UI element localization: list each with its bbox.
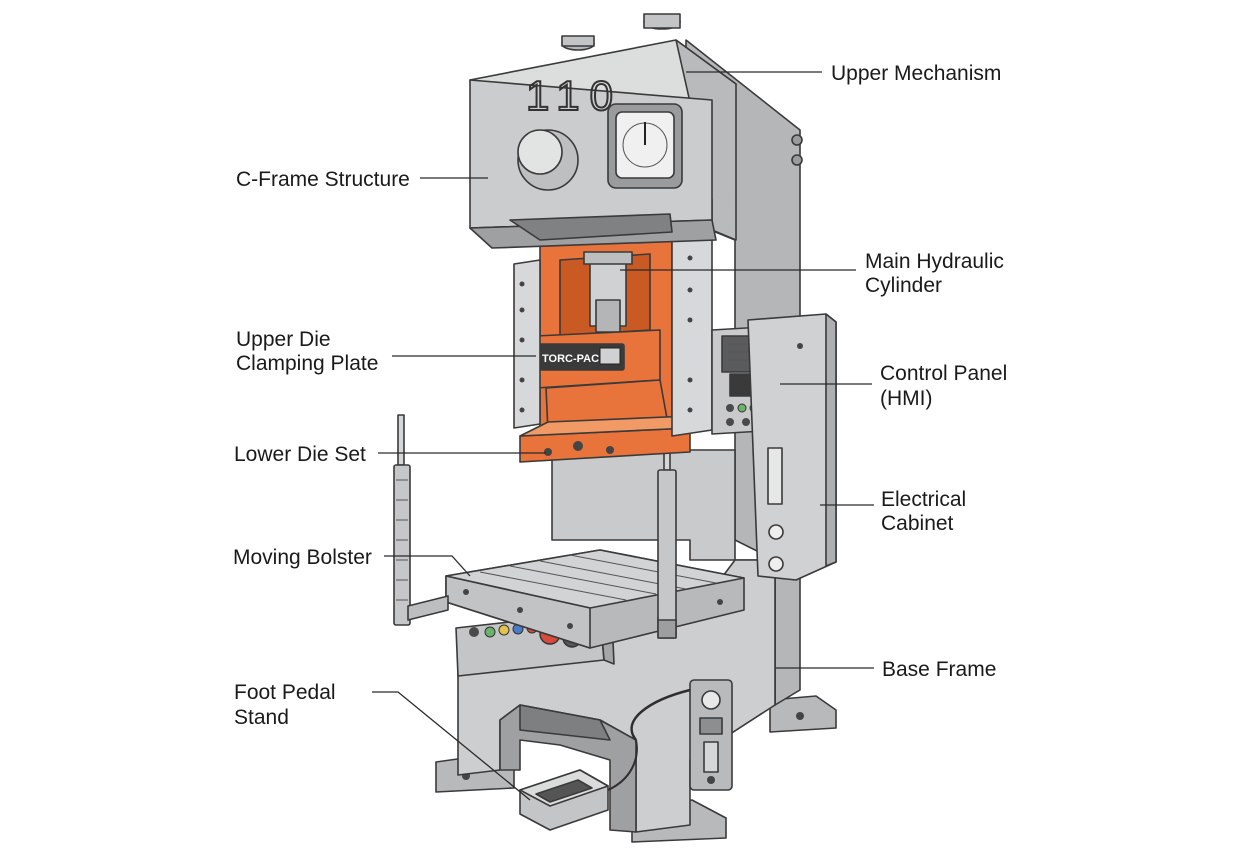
- press-machine: TORC-PAC: [393, 13, 837, 843]
- leader-foot-pedal: [372, 691, 531, 801]
- label-main-hydraulic-cylinder: Main Hydraulic Cylinder: [865, 250, 1010, 297]
- label-upper-die-clamping-plate: Upper Die Clamping Plate: [236, 328, 378, 375]
- left-guide-rod: [393, 414, 449, 626]
- label-c-frame-structure: C-Frame Structure: [236, 168, 410, 191]
- label-control-panel-hmi: Control Panel (HMI): [880, 362, 1013, 410]
- label-base-frame: Base Frame: [882, 658, 996, 681]
- label-electrical-cabinet: Electrical Cabinet: [881, 488, 972, 535]
- brand-plate-text: TORC-PAC: [542, 353, 599, 365]
- upper-head: 110: [469, 13, 803, 249]
- label-foot-pedal-stand: Foot Pedal Stand: [234, 681, 341, 729]
- callout-labels: Upper Mechanism C-Frame Structure Main H…: [233, 62, 1013, 729]
- base-frame: [457, 559, 776, 833]
- frame-number-text: 110: [526, 72, 623, 119]
- foot-pedal: [519, 739, 638, 831]
- leader-lines: [372, 71, 874, 801]
- electrical-cabinet-box: [747, 313, 837, 581]
- leader-moving-bolster: [384, 555, 471, 577]
- orange-die-assembly: TORC-PAC: [519, 229, 691, 463]
- label-moving-bolster: Moving Bolster: [233, 546, 372, 569]
- side-guide-plates: [513, 233, 713, 437]
- label-upper-mechanism: Upper Mechanism: [831, 62, 1001, 85]
- label-lower-die-set: Lower Die Set: [234, 443, 366, 466]
